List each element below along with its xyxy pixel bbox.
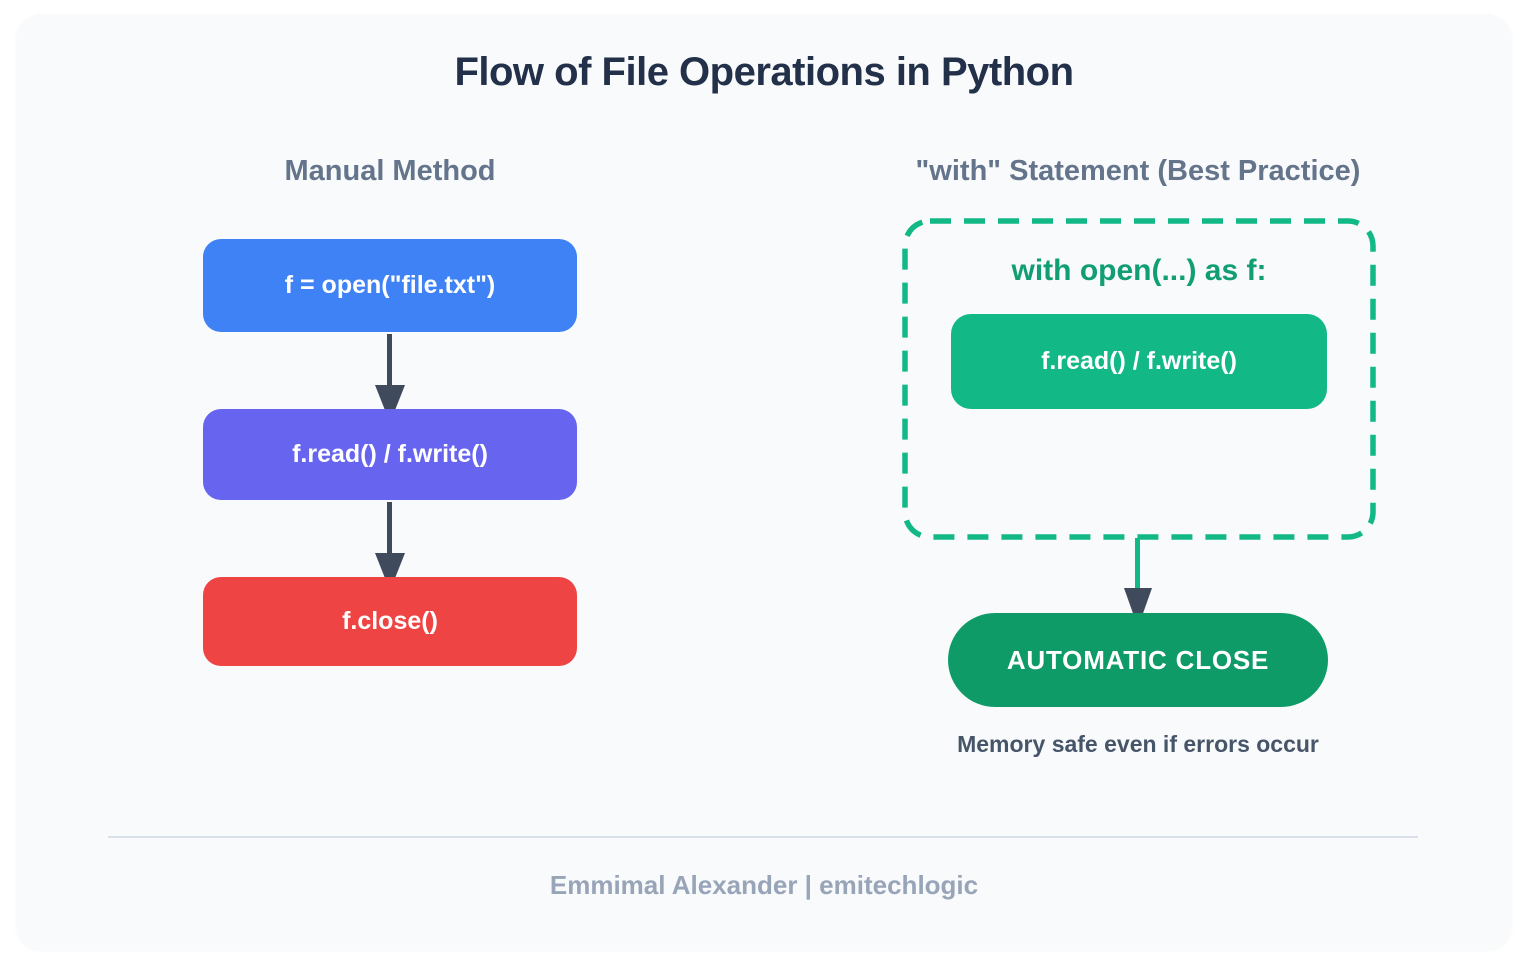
step-close-box: f.close() <box>203 577 577 666</box>
infographic-card: Flow of File Operations in Python Manual… <box>16 14 1512 950</box>
arrow-down-icon <box>387 502 392 554</box>
with-read-write-label: f.read() / f.write() <box>1041 347 1237 375</box>
manual-method-header: Manual Method <box>284 155 496 187</box>
step-close-label: f.close() <box>342 607 438 635</box>
step-open-label: f = open("file.txt") <box>284 271 496 299</box>
with-open-label: with open(...) as f: <box>1011 254 1267 287</box>
arrow-down-icon <box>387 334 392 386</box>
with-read-write-box: f.read() / f.write() <box>951 314 1327 409</box>
automatic-close-pill: AUTOMATIC CLOSE <box>948 613 1328 707</box>
dashed-border-icon <box>902 218 1376 540</box>
arrow-down-icon <box>375 385 405 410</box>
arrow-down-icon <box>1135 538 1140 590</box>
automatic-close-label: AUTOMATIC CLOSE <box>1006 644 1270 675</box>
step-read-write-box: f.read() / f.write() <box>203 409 577 500</box>
with-block-container: with open(...) as f: <box>902 218 1376 540</box>
arrow-down-icon <box>375 553 405 578</box>
step-open-box: f = open("file.txt") <box>203 239 577 332</box>
with-statement-header: "with" Statement (Best Practice) <box>915 155 1361 187</box>
step-read-write-label: f.read() / f.write() <box>292 440 488 468</box>
footer-divider <box>108 836 1418 838</box>
page-title: Flow of File Operations in Python <box>454 50 1074 94</box>
credit-text: Emmimal Alexander | emitechlogic <box>549 870 979 900</box>
memory-safe-caption: Memory safe even if errors occur <box>957 731 1319 757</box>
arrow-down-icon <box>1124 588 1152 614</box>
